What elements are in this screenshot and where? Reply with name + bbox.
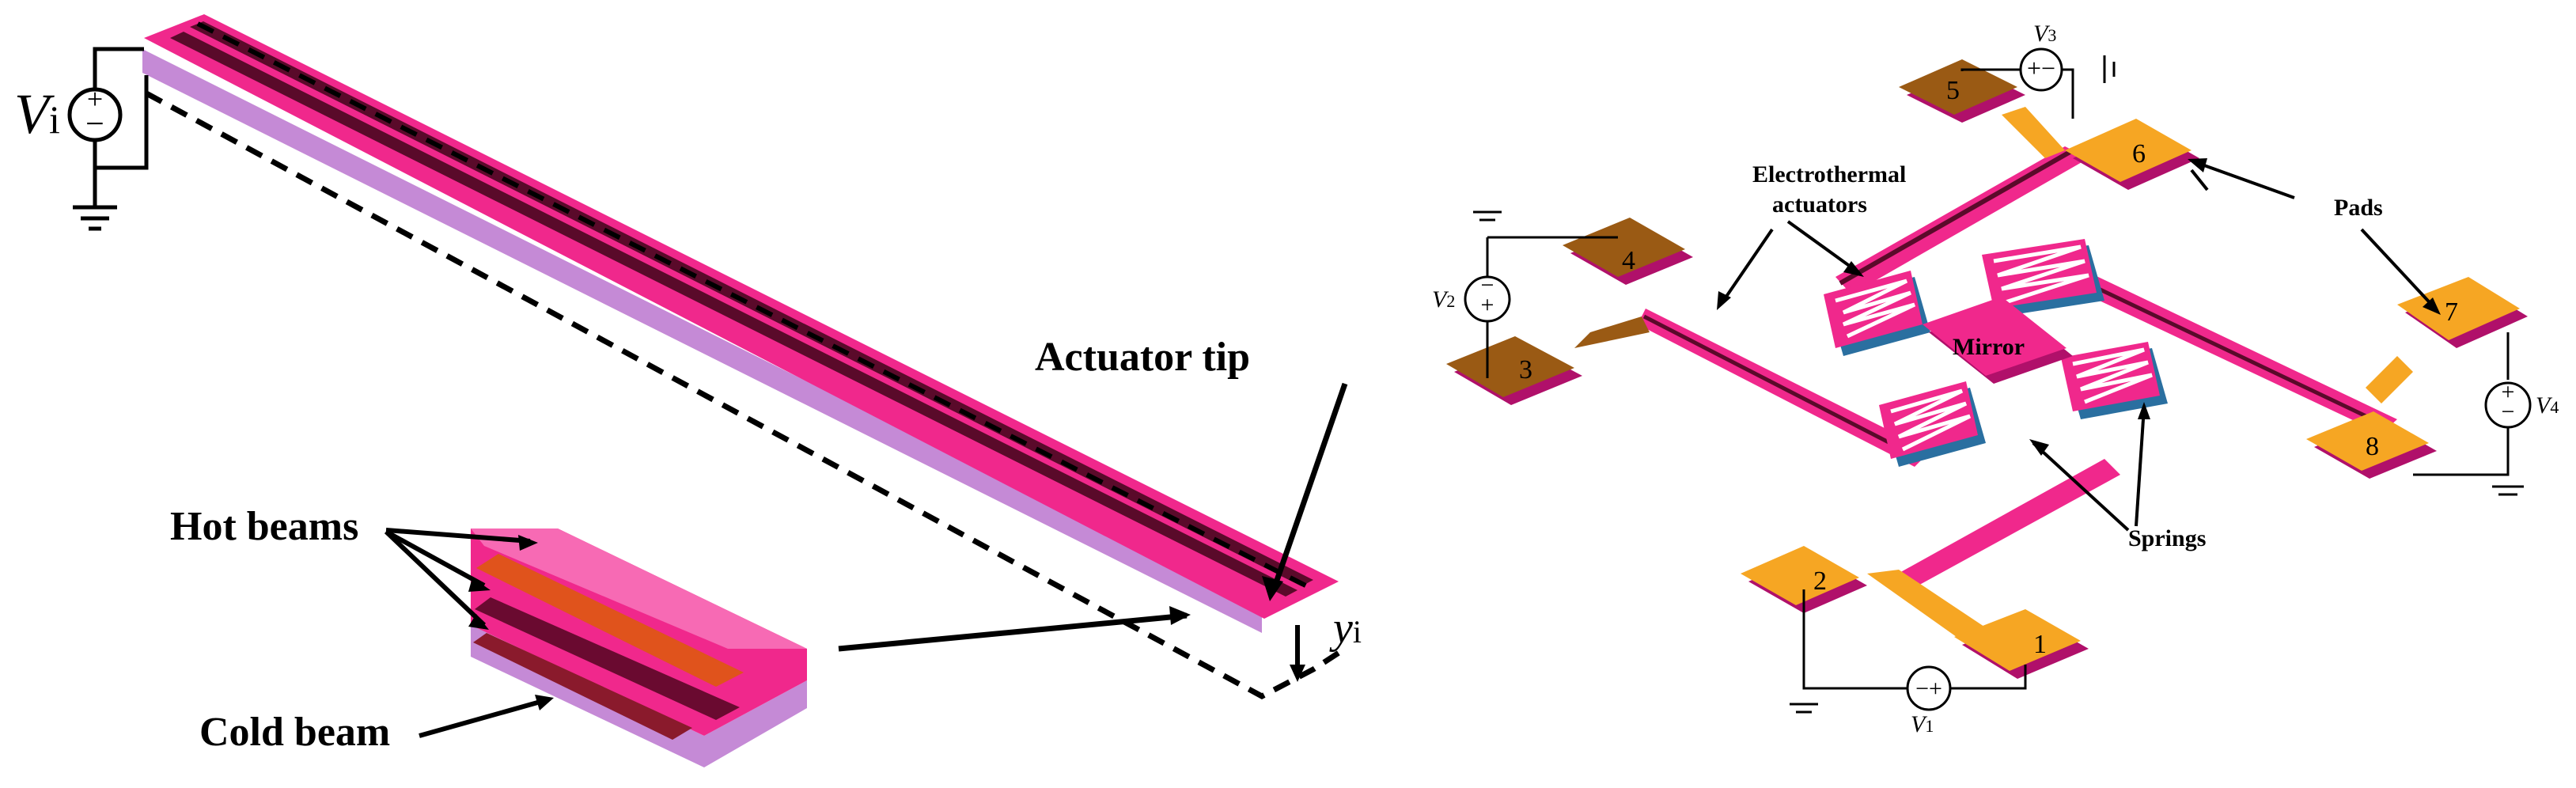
pad-5-label: 5 [1946,76,1960,105]
hot-beam-groove-1 [170,32,1297,597]
actuator-tip-label: Actuator tip [1035,335,1250,380]
arm-bottom [1891,459,2120,592]
source-subscript: i [49,97,60,142]
v4-symbol: V [2536,392,2553,419]
v1-symbol: V [1911,711,1928,737]
cold-beam-label: Cold beam [199,710,390,755]
pad-7: 7 [2397,277,2528,348]
voltage-source-v4: + − V4 [2413,332,2559,496]
pad-5: 5 [1899,59,2025,123]
v4-label: V4 [2536,392,2559,419]
right-panel: Mirror 5 6 4 3 7 [1432,21,2559,737]
mirror-label: Mirror [1953,334,2025,360]
deflection-label: yi [1329,604,1362,653]
v3-symbol: V [2033,21,2051,47]
v4-subscript: 4 [2550,397,2559,417]
pad-2-label: 2 [1813,566,1827,596]
pad-1-label: 1 [2033,630,2047,659]
deflection-subscript: i [1353,614,1362,650]
svg-text:−: − [2502,399,2515,425]
tip-detail [471,528,807,767]
svg-text:+: + [1481,292,1494,318]
source-symbol: V [14,82,55,146]
deflection-symbol: y [1329,604,1353,653]
pad-2: 2 [1741,546,1867,613]
source-label-vi: Vi [14,82,60,146]
v1-subscript: 1 [1925,716,1934,736]
spring-lr [2061,342,2168,419]
v2-subscript: 2 [1446,291,1455,311]
v1-label: V1 [1911,711,1934,737]
svg-text:−: − [85,106,104,142]
pad-3: 3 [1446,336,1582,405]
svg-text:+−: +− [2027,54,2055,82]
pad-3-label: 3 [1519,355,1532,385]
v2-label: V2 [1432,286,1455,313]
pad-4-label: 4 [1622,246,1635,275]
pad-8: 8 [2306,411,2437,479]
svg-text:+: + [2502,379,2515,405]
spring-ll [1879,381,1986,467]
electrothermal-label-line2: actuators [1772,191,1867,218]
arm-upper-right [1835,146,2089,294]
springs-label: Springs [2128,525,2206,551]
beam-centerline [196,21,1315,592]
hot-beams-label: Hot beams [170,504,358,549]
hot-beam-groove-2 [190,21,1313,586]
voltage-source-vi: + − Vi [14,47,149,231]
svg-text:−+: −+ [1915,676,1942,702]
deflection-outline [145,90,1347,699]
left-panel: + − Vi yi [14,14,1362,767]
pad-4: 4 [1563,218,1693,285]
svg-text:+: + [87,83,103,115]
pad-6-label: 6 [2132,139,2146,169]
voltage-source-v3: +− V3 [1960,21,2116,119]
electrothermal-label-line1: Electrothermal [1752,161,1906,188]
v3-label: V3 [2033,21,2056,47]
voltage-source-v1: −+ V1 [1790,589,2027,737]
pad-8-label: 8 [2366,432,2379,461]
v3-subscript: 3 [2048,25,2056,45]
svg-text:−: − [1481,272,1494,298]
voltage-source-v2: − + V2 [1432,210,1618,378]
hot-beam-dark [475,597,740,720]
cold-beam-strip [473,633,692,740]
v2-symbol: V [1432,286,1449,313]
pad-1: 1 [1954,609,2089,679]
actuator-beam-side [142,49,1262,633]
hot-beam-orange [476,554,744,687]
pads-label: Pads [2334,195,2383,221]
spring-ur [1982,239,2104,316]
spring-ul [1824,271,1930,356]
mirror [1923,297,2066,376]
pad-7-label: 7 [2445,297,2458,327]
pad-6: 6 [2065,119,2199,190]
